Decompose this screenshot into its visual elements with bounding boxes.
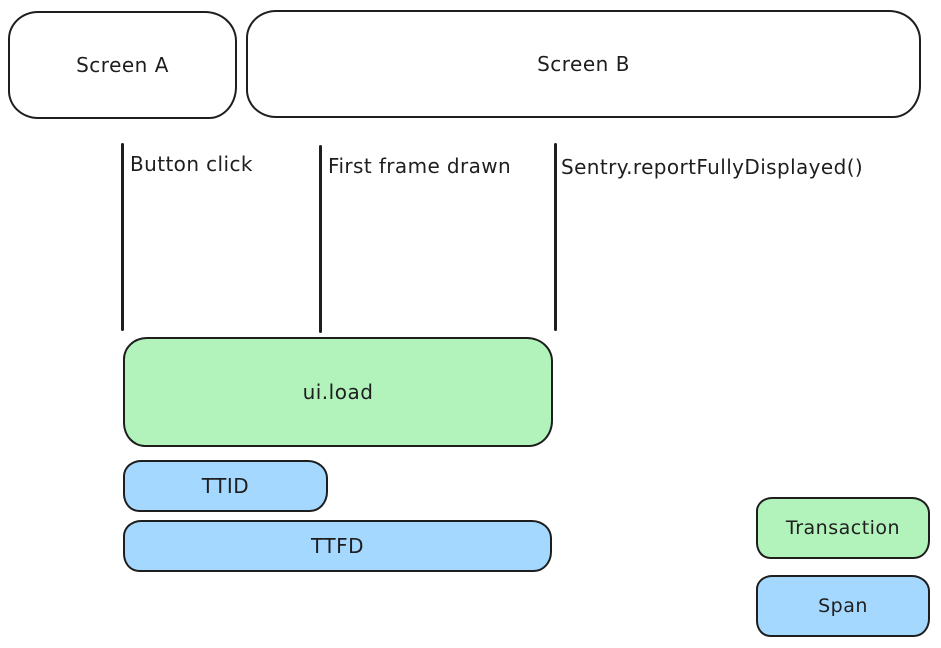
event-line-first-frame-drawn	[319, 145, 322, 333]
event-label-report-fully-displayed: Sentry.reportFullyDisplayed()	[561, 155, 864, 179]
event-label-first-frame-drawn: First frame drawn	[328, 154, 512, 178]
ttid-label: TTID	[201, 474, 250, 498]
screen-a-box: Screen A	[8, 11, 237, 119]
ui-load-transaction-bar: ui.load	[123, 337, 553, 447]
ttfd-span-bar: TTFD	[123, 520, 552, 572]
screen-b-label: Screen B	[537, 52, 630, 76]
event-line-button-click	[121, 143, 124, 331]
event-line-report-fully-displayed	[554, 143, 557, 331]
event-label-button-click: Button click	[130, 152, 253, 176]
ttid-span-bar: TTID	[123, 460, 328, 512]
screen-a-label: Screen A	[76, 53, 169, 77]
legend-span-label: Span	[818, 595, 868, 617]
legend-transaction: Transaction	[756, 497, 930, 559]
ui-load-label: ui.load	[302, 380, 374, 404]
legend-transaction-label: Transaction	[785, 517, 901, 539]
screen-b-box: Screen B	[246, 10, 921, 118]
legend-span: Span	[756, 575, 930, 637]
ttfd-label: TTFD	[311, 534, 364, 558]
